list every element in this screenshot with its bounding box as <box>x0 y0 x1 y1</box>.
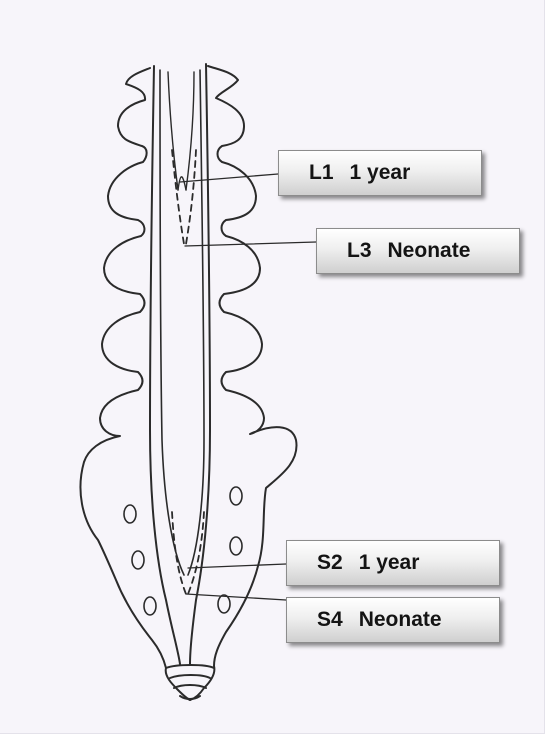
label-age: 1 year <box>350 161 411 185</box>
label-s4-neonate: S4 Neonate <box>286 597 500 643</box>
label-level: L1 <box>309 161 334 185</box>
label-age: 1 year <box>359 551 420 575</box>
label-age: Neonate <box>359 608 442 632</box>
thecal-sac-left <box>160 70 184 575</box>
conus-l1-outline <box>178 177 186 190</box>
label-l3-neonate: L3 Neonate <box>316 228 520 274</box>
label-level: S4 <box>317 608 343 632</box>
label-age: Neonate <box>388 239 471 263</box>
conus-l3-neonate-dashed <box>172 150 196 244</box>
spinal-canal-left-wall <box>150 66 180 664</box>
leader-lines <box>180 174 316 600</box>
label-l1-1-year: L1 1 year <box>278 150 482 196</box>
spinal-canal-right-wall <box>190 64 210 664</box>
spinal-cord-right <box>186 72 194 190</box>
label-level: S2 <box>317 551 343 575</box>
label-s2-1-year: S2 1 year <box>286 540 500 586</box>
spinal-cord-left <box>168 72 178 190</box>
label-level: L3 <box>347 239 372 263</box>
coccyx <box>166 665 214 699</box>
